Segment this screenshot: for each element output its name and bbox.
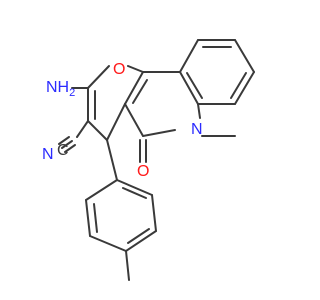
bond bbox=[127, 65, 144, 73]
bond bbox=[89, 235, 127, 252]
bond bbox=[142, 129, 176, 137]
bond-lines bbox=[58, 39, 255, 281]
ring-nitrogen-label: N bbox=[191, 121, 203, 138]
bond bbox=[93, 203, 98, 233]
bond bbox=[116, 179, 153, 196]
bond bbox=[186, 72, 203, 99]
bond bbox=[58, 136, 70, 145]
amine-label: NH2 bbox=[46, 79, 75, 99]
bond bbox=[64, 144, 76, 153]
bond bbox=[127, 228, 150, 244]
bond bbox=[230, 72, 247, 99]
bond bbox=[151, 194, 157, 232]
bond bbox=[87, 120, 108, 141]
nitrile-nitrogen-label: N bbox=[42, 146, 54, 163]
bond bbox=[122, 187, 147, 199]
bond bbox=[106, 103, 126, 141]
bond bbox=[85, 179, 118, 201]
bond bbox=[124, 103, 144, 137]
bond bbox=[234, 39, 255, 73]
bond bbox=[124, 71, 144, 105]
bond bbox=[125, 250, 130, 281]
bond bbox=[125, 230, 157, 252]
bond bbox=[61, 140, 73, 149]
bond bbox=[85, 199, 91, 237]
bond bbox=[234, 71, 255, 105]
molecule-structure: NH2 O N C N O bbox=[42, 39, 255, 281]
ring-oxygen-label: O bbox=[113, 61, 125, 78]
bond bbox=[197, 103, 201, 119]
bond bbox=[179, 39, 199, 73]
nitrile-carbon-label: C bbox=[57, 142, 69, 159]
bond bbox=[132, 79, 148, 104]
bond bbox=[106, 139, 118, 181]
bond bbox=[179, 71, 199, 105]
bond bbox=[87, 65, 110, 89]
bond bbox=[76, 120, 89, 138]
carbonyl-oxygen-label: O bbox=[137, 163, 149, 180]
